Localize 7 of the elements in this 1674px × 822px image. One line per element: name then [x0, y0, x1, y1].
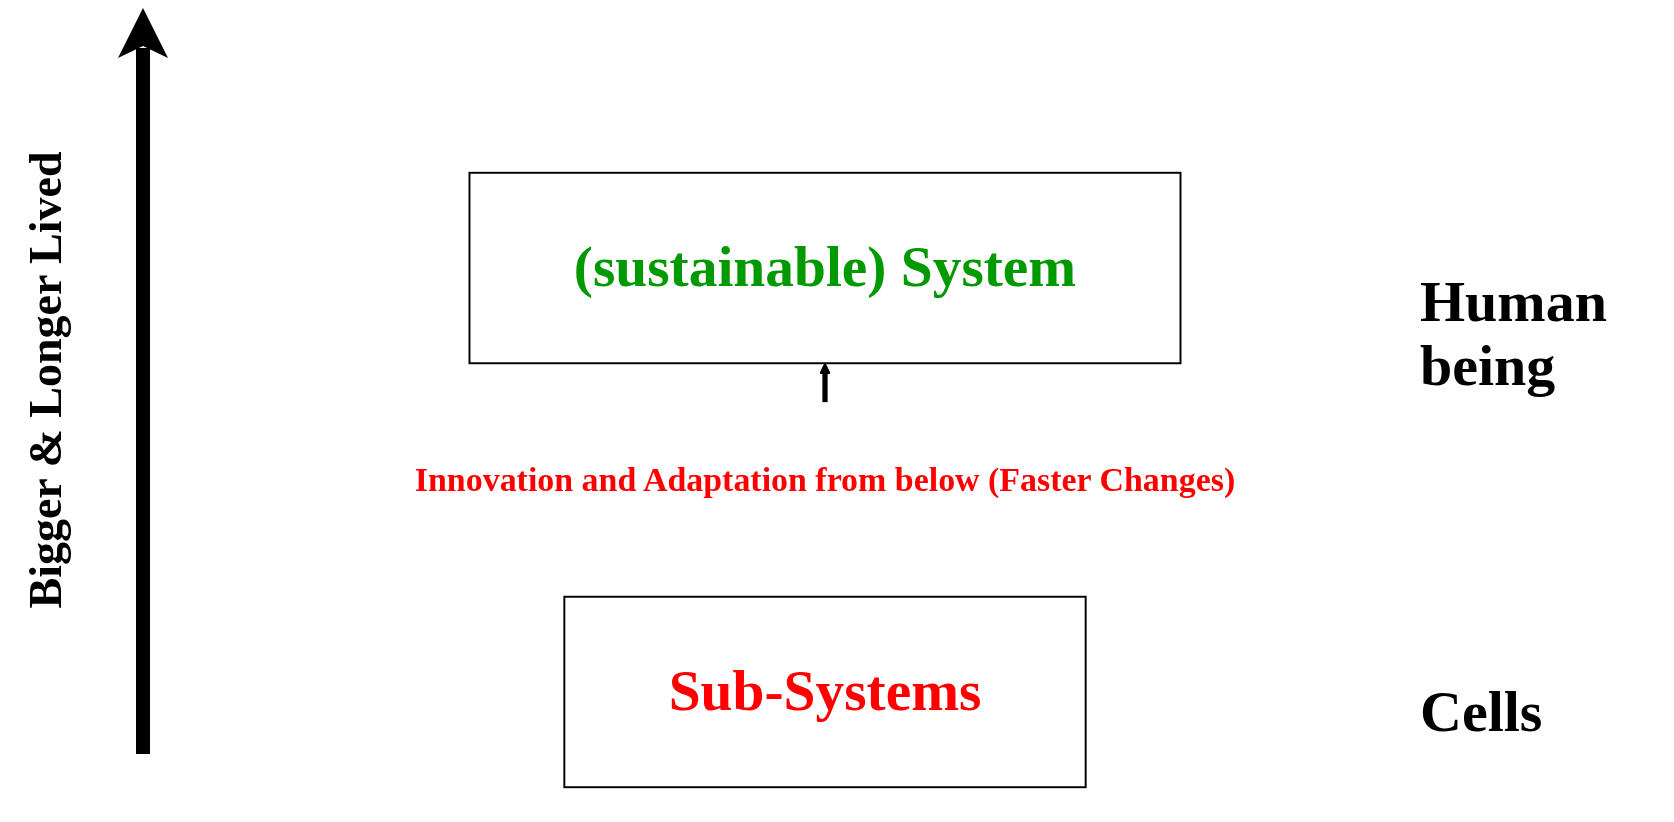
node-box: (sustainable) System — [468, 171, 1182, 365]
level-label: Cells — [1420, 680, 1543, 744]
axis-label: Bigger & Longer Lived — [18, 151, 72, 609]
arrow — [819, 362, 831, 403]
level-label: Human being — [1420, 270, 1608, 398]
node-text: Innovation and Adaptation from below (Faster Changes) — [414, 461, 1236, 499]
node-box: Sub-Systems — [563, 595, 1087, 789]
